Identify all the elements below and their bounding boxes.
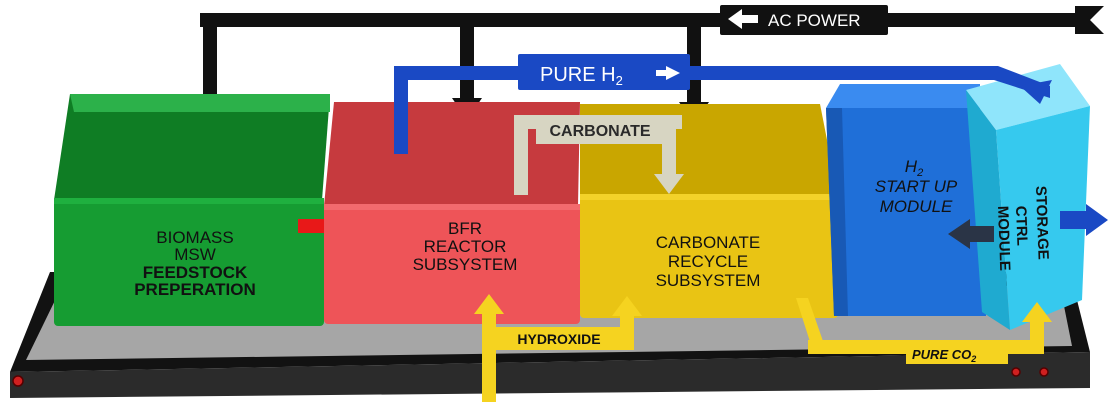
storage-ctrl-module xyxy=(966,64,1090,330)
output-arrow-icon xyxy=(1060,204,1108,236)
h2-startup-label-line1: H2 xyxy=(905,157,923,179)
storage-ctrl-label-line3: MODULE xyxy=(994,206,1013,272)
pure-h2-label: PURE H2 xyxy=(540,64,623,88)
carbonate-recycle-module xyxy=(580,104,838,318)
hydroxide-label: HYDROXIDE xyxy=(517,331,600,347)
feedstock-module xyxy=(54,94,330,326)
pure-co2-label: PURE CO2 xyxy=(912,347,976,364)
storage-ctrl-label-line1: STORAGE xyxy=(1032,186,1052,260)
h2-startup-label-line2: START UP xyxy=(875,177,958,196)
carbonate-flow xyxy=(514,115,684,195)
pure-co2-flow xyxy=(796,298,1052,364)
ac-power-arrow-icon xyxy=(728,9,758,29)
feedstock-label-line2: MSW xyxy=(174,245,216,264)
feedstock-label-line1: BIOMASS xyxy=(156,228,233,247)
carbonate-recycle-label-line3: SUBSYSTEM xyxy=(656,271,761,290)
bfr-label-line1: BFR xyxy=(448,219,482,238)
feedstock-label-line4: PREPERATION xyxy=(134,280,256,299)
pure-h2-arrow-icon xyxy=(656,66,680,80)
h2-startup-module xyxy=(826,84,986,316)
hydroxide-flow xyxy=(474,294,642,402)
bfr-label-line2: REACTOR xyxy=(424,237,507,256)
feedstock-label-line3: FEEDSTOCK xyxy=(143,263,248,282)
indicator-light xyxy=(12,375,24,387)
bfr-label-line3: SUBSYSTEM xyxy=(413,255,518,274)
carbonate-label: CARBONATE xyxy=(549,123,650,140)
carbonate-recycle-label-line1: CARBONATE xyxy=(656,233,761,252)
carbonate-recycle-label-line2: RECYCLE xyxy=(668,252,748,271)
indicator-light xyxy=(1011,367,1021,377)
return-arrow-icon xyxy=(948,219,994,249)
indicator-light xyxy=(1039,367,1049,377)
h2-startup-label-line3: MODULE xyxy=(880,197,953,216)
pure-h2-line xyxy=(394,54,1052,154)
storage-ctrl-label-line2: CTRL xyxy=(1012,206,1030,247)
ac-power-label: AC POWER xyxy=(768,11,861,30)
